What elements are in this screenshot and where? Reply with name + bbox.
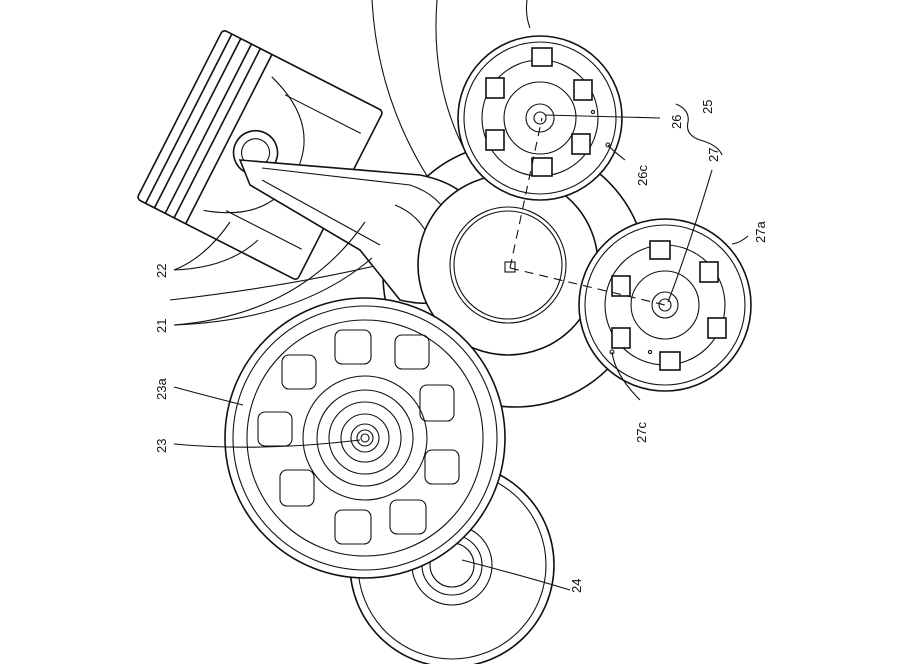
label-23: 23 — [154, 439, 169, 453]
label-27a: 27a — [753, 221, 768, 243]
leader-lines — [173, 103, 749, 591]
label-25: 25 — [700, 100, 715, 114]
label-23a: 23a — [154, 378, 169, 400]
gear-26 — [457, 35, 623, 201]
label-22: 22 — [154, 264, 169, 278]
center-lines — [509, 117, 666, 306]
label-26: 26 — [669, 115, 684, 129]
piston-22 — [137, 30, 383, 280]
label-21: 21 — [154, 319, 169, 333]
flywheel-windows — [257, 329, 460, 545]
label-27: 27 — [706, 148, 721, 162]
flywheel-23 — [224, 297, 506, 579]
label-27c: 27c — [634, 422, 649, 443]
label-24: 24 — [569, 579, 584, 593]
reference-labels: 25 26 26c 27 27a 27c 22 21 23a 23 24 — [154, 100, 768, 593]
label-26c: 26c — [635, 165, 650, 186]
gear-27 — [578, 218, 752, 392]
